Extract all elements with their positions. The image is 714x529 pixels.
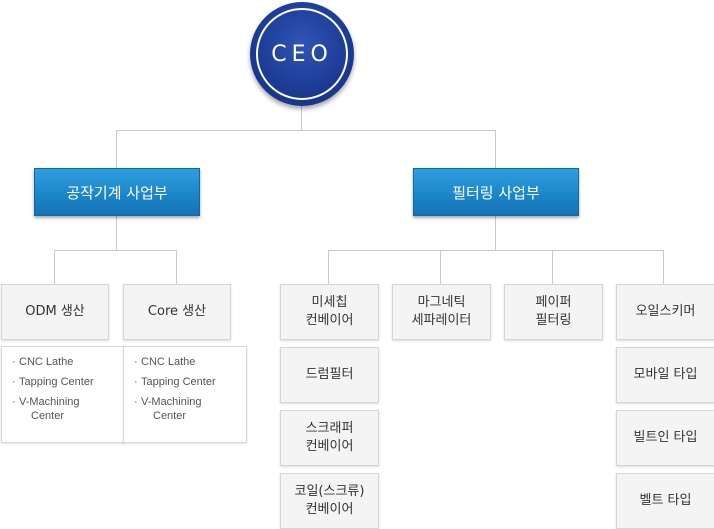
core-production: Core 생산 xyxy=(123,284,231,340)
connector-to-odm xyxy=(54,250,55,284)
connector-machine-down xyxy=(116,214,117,250)
connector-to-filter-col2 xyxy=(440,250,441,284)
list-item: Tapping Center xyxy=(134,375,240,389)
connector-machine-horizontal xyxy=(54,250,177,251)
ceo-label: CEO xyxy=(271,41,333,67)
list-item: CNC Lathe xyxy=(12,355,118,369)
connector-to-core xyxy=(176,250,177,284)
mobile-type: 모바일 타입 xyxy=(616,347,714,403)
list-item: Tapping Center xyxy=(12,375,118,389)
connector-to-filter-col4 xyxy=(663,250,664,284)
connector-ceo-down xyxy=(301,104,302,130)
connector-to-filter-col3 xyxy=(552,250,553,284)
connector-ceo-horizontal xyxy=(116,130,496,131)
connector-filtering-down xyxy=(495,214,496,250)
ceo-ring xyxy=(256,8,348,100)
oil-skimmer: 오일스키머 xyxy=(616,284,714,340)
built-in-type: 빌트인 타입 xyxy=(616,410,714,466)
belt-type: 벨트 타입 xyxy=(616,473,714,529)
odm-production: ODM 생산 xyxy=(1,284,109,340)
connector-to-filter-col1 xyxy=(328,250,329,284)
scraper-conveyor: 스크래퍼 컨베이어 xyxy=(280,410,379,466)
coil-screw-conveyor: 코일(스크류) 컨베이어 xyxy=(280,473,379,529)
connector-to-filtering-division xyxy=(495,130,496,168)
paper-filtering: 페이퍼 필터링 xyxy=(504,284,603,340)
connector-filtering-horizontal xyxy=(328,250,664,251)
list-item: CNC Lathe xyxy=(134,355,240,369)
fine-chip-conveyor: 미세칩 컨베이어 xyxy=(280,284,379,340)
drum-filter: 드럼필터 xyxy=(280,347,379,403)
odm-product-list: CNC Lathe Tapping Center V-MachiningCent… xyxy=(1,346,125,443)
magnetic-separator: 마그네틱 세파레이터 xyxy=(392,284,491,340)
connector-to-machine-division xyxy=(116,130,117,168)
core-product-list: CNC Lathe Tapping Center V-MachiningCent… xyxy=(123,346,247,443)
machine-tool-division: 공작기계 사업부 xyxy=(34,168,200,216)
ceo-node: CEO xyxy=(250,2,354,106)
filtering-division: 필터링 사업부 xyxy=(413,168,579,216)
